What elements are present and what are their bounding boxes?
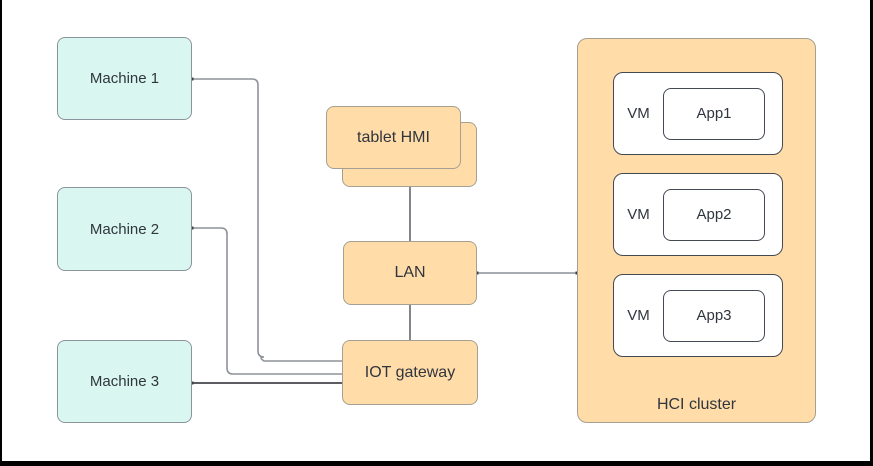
machine-2-label: Machine 2: [89, 220, 160, 238]
app2-label: App2: [696, 206, 732, 223]
lan-node: LAN: [343, 241, 477, 305]
vm-2-box: VM App2: [613, 173, 783, 256]
frame-right-edge: [870, 0, 873, 466]
app2-box: App2: [663, 188, 765, 241]
tablet-hmi-label: tablet HMI: [357, 128, 430, 146]
machine-3-node: Machine 3: [57, 340, 192, 423]
vm-3-box: VM App3: [613, 274, 783, 357]
hci-cluster-node: VM App1 VM App2 VM App3 HCI cluster: [577, 38, 816, 423]
app1-box: App1: [663, 87, 765, 140]
machine-1-node: Machine 1: [57, 37, 192, 120]
app3-box: App3: [663, 289, 765, 342]
edge-machine1-iot-gateway: [192, 78, 342, 362]
machine-2-node: Machine 2: [57, 187, 192, 271]
tablet-hmi-node: tablet HMI: [326, 106, 461, 169]
iot-gateway-node: IOT gateway: [342, 340, 478, 405]
vm-1-box: VM App1: [613, 72, 783, 155]
machine-3-label: Machine 3: [89, 373, 160, 390]
frame-bottom-edge: [0, 461, 873, 466]
edge-machine2-iot-gateway: [192, 227, 342, 375]
hci-cluster-label: HCI cluster: [656, 396, 737, 413]
iot-gateway-label: IOT gateway: [364, 363, 456, 381]
frame-left-edge: [0, 0, 2, 466]
app3-label: App3: [696, 307, 732, 324]
machine-1-label: Machine 1: [89, 70, 160, 87]
vm-3-label: VM: [627, 307, 650, 324]
vm-2-label: VM: [627, 206, 650, 223]
lan-label: LAN: [394, 264, 426, 281]
app1-label: App1: [696, 105, 732, 122]
vm-1-label: VM: [627, 105, 650, 122]
